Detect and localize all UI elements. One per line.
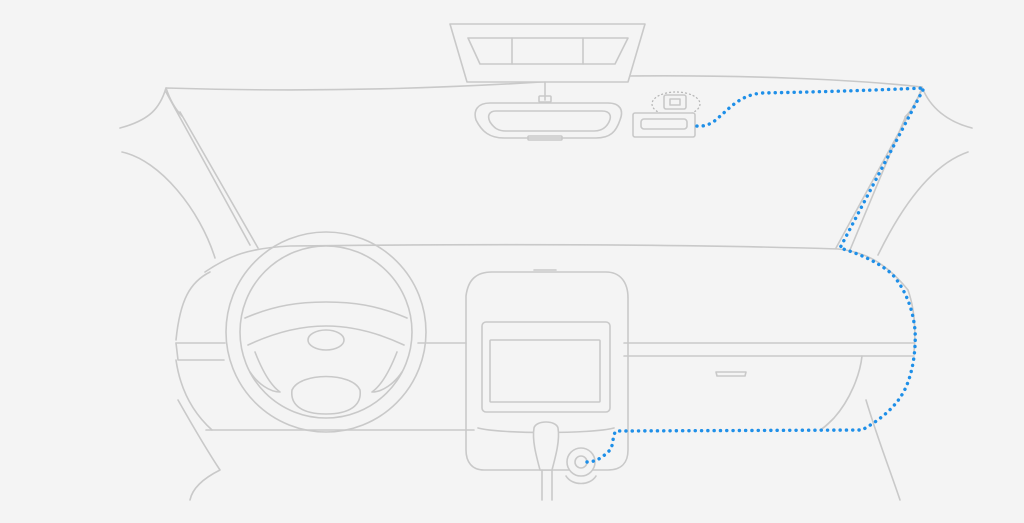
car-charger bbox=[565, 447, 597, 485]
overhead-console bbox=[449, 23, 646, 83]
steering-wheel bbox=[225, 231, 427, 433]
a-pillar-right bbox=[835, 89, 923, 251]
cable-route bbox=[585, 86, 927, 464]
dashboard bbox=[175, 243, 916, 431]
glove-box bbox=[715, 371, 747, 377]
a-pillar-left bbox=[165, 91, 259, 249]
side-door-right bbox=[865, 151, 969, 501]
side-door-left bbox=[121, 151, 221, 501]
dash-camera bbox=[632, 91, 701, 138]
rearview-mirror bbox=[474, 81, 623, 141]
gear-shifter bbox=[532, 421, 560, 501]
